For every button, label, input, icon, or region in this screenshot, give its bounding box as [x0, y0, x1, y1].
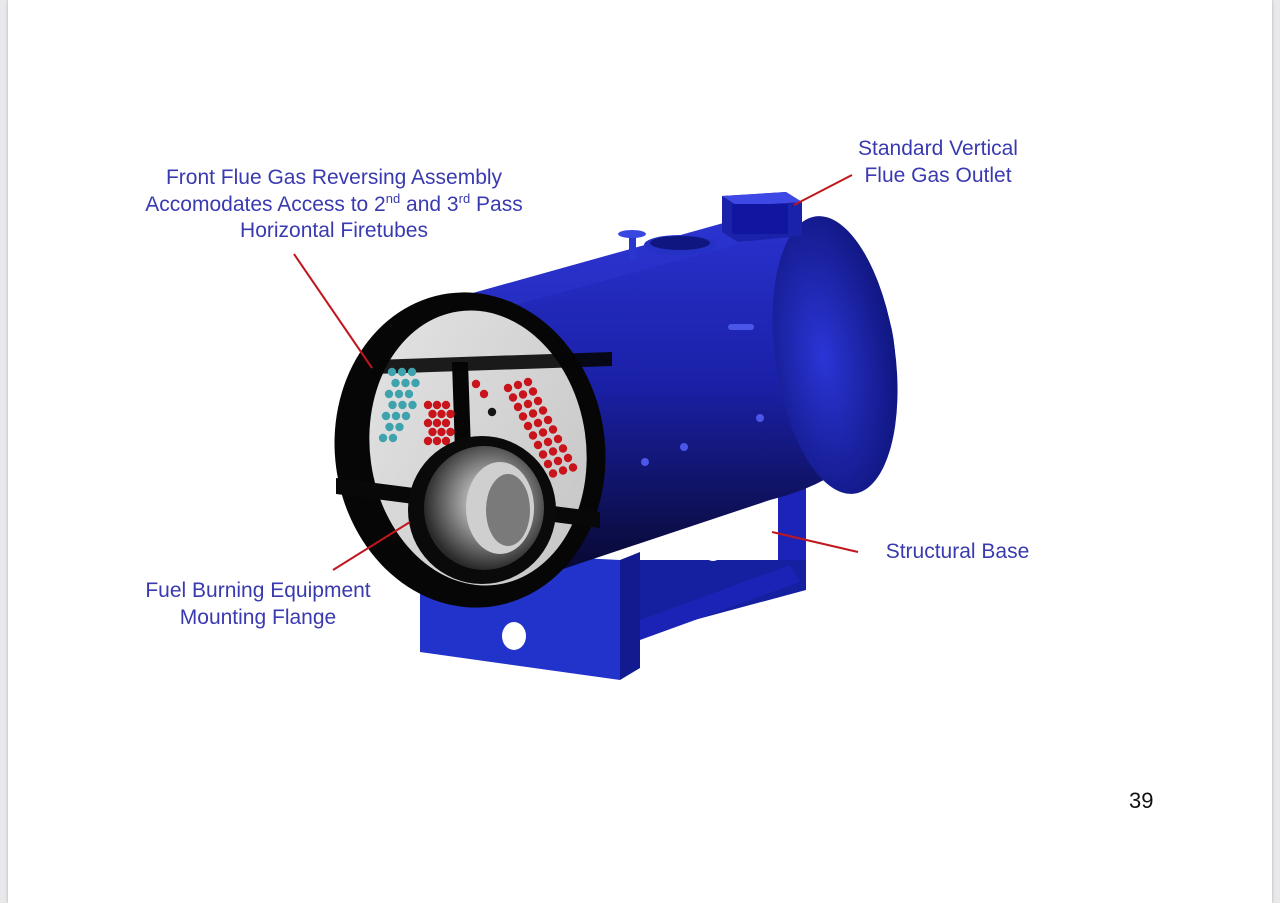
tube-hole: [397, 367, 407, 377]
tube-hole: [528, 387, 538, 396]
tube-hole: [437, 409, 446, 419]
tube-hole: [543, 415, 553, 425]
tube-hole: [503, 383, 513, 393]
tube-hole: [401, 411, 411, 421]
tube-hole: [423, 400, 433, 410]
tube-hole: [404, 389, 414, 399]
tube-hole: [388, 433, 398, 443]
tube-hole: [398, 400, 407, 410]
tube-hole: [432, 400, 442, 410]
tube-hole: [423, 418, 433, 428]
tube-hole: [528, 431, 538, 440]
firetube-holes: [378, 367, 578, 478]
tube-hole: [391, 378, 400, 388]
tube-hole: [407, 367, 417, 377]
label-flue-outlet-line2: Flue Gas Outlet: [864, 163, 1012, 187]
tube-hole: [508, 393, 518, 402]
leader-flue-outlet: [793, 174, 853, 206]
label-front-flue-line3: Horizontal Firetubes: [240, 219, 428, 242]
tube-hole: [518, 412, 528, 421]
tube-hole: [548, 447, 558, 456]
tube-hole: [543, 437, 553, 447]
tube-hole: [553, 434, 563, 444]
tube-hole: [387, 367, 397, 377]
tube-hole: [432, 436, 442, 446]
tube-hole: [408, 400, 417, 410]
tube-hole: [523, 377, 533, 387]
label-fuel-burning-flange: Fuel Burning Equipment Mounting Flange: [136, 578, 380, 631]
tube-hole: [487, 407, 497, 417]
tube-hole: [395, 422, 404, 432]
tube-hole: [437, 427, 446, 437]
label-front-flue-gas-assembly: Front Flue Gas Reversing Assembly Accomo…: [124, 165, 544, 245]
tube-hole: [384, 389, 394, 399]
leader-fuel-flange: [332, 521, 411, 571]
tube-hole: [428, 409, 437, 419]
tube-hole: [548, 425, 558, 434]
tube-hole: [378, 433, 388, 443]
tube-hole: [401, 378, 410, 388]
tube-hole: [523, 399, 533, 409]
tube-hole: [538, 450, 548, 459]
tube-hole: [411, 378, 420, 388]
label-structural-base: Structural Base: [885, 540, 1030, 563]
tube-hole: [441, 436, 451, 446]
page-number: 39: [1129, 788, 1154, 813]
tube-hole: [471, 379, 481, 389]
leader-structural-base: [771, 531, 859, 553]
leader-lines: [293, 174, 859, 571]
tube-hole: [428, 427, 437, 437]
tube-hole: [548, 469, 558, 478]
tube-hole: [533, 418, 543, 428]
tube-hole: [446, 409, 455, 419]
tube-hole: [388, 400, 397, 410]
tube-hole: [563, 453, 573, 463]
top-nozzles: [618, 230, 716, 260]
boiler-diagram: [293, 174, 898, 680]
tube-hole: [394, 389, 404, 399]
label-front-flue-line1: Front Flue Gas Reversing Assembly: [165, 166, 503, 189]
document-page: Front Flue Gas Reversing Assembly Accomo…: [8, 0, 1272, 903]
tube-hole: [528, 409, 538, 418]
tube-hole: [553, 456, 563, 466]
leader-front-flue: [293, 253, 373, 369]
label-fuel-flange-line2: Mounting Flange: [179, 605, 337, 629]
tube-hole: [513, 380, 523, 390]
label-flue-gas-outlet: Standard Vertical Flue Gas Outlet: [838, 136, 1038, 189]
burner-flange: [408, 436, 556, 584]
tube-hole: [381, 411, 391, 421]
tube-hole: [446, 427, 455, 437]
tube-hole: [423, 436, 433, 446]
tube-hole: [432, 418, 442, 428]
tube-hole: [391, 411, 401, 421]
tube-hole: [441, 418, 451, 428]
tube-hole: [568, 463, 578, 472]
tube-hole: [513, 402, 523, 412]
tube-hole: [558, 444, 568, 453]
tube-hole: [543, 459, 553, 469]
tube-hole: [533, 396, 543, 406]
label-fuel-flange-line1: Fuel Burning Equipment: [145, 579, 371, 602]
label-front-flue-line2: Accomodates Access to 2nd and 3rd Pass: [145, 190, 523, 216]
tube-hole: [538, 406, 548, 415]
tube-hole: [479, 389, 489, 399]
tube-hole: [518, 390, 528, 399]
tube-hole: [538, 428, 548, 437]
tube-hole: [523, 421, 533, 431]
tube-hole: [558, 466, 568, 475]
tube-hole: [385, 422, 394, 432]
tube-hole: [533, 440, 543, 450]
flue-gas-outlet: [722, 192, 802, 242]
tube-hole: [441, 400, 451, 410]
label-flue-outlet-line1: Standard Vertical: [858, 137, 1018, 160]
